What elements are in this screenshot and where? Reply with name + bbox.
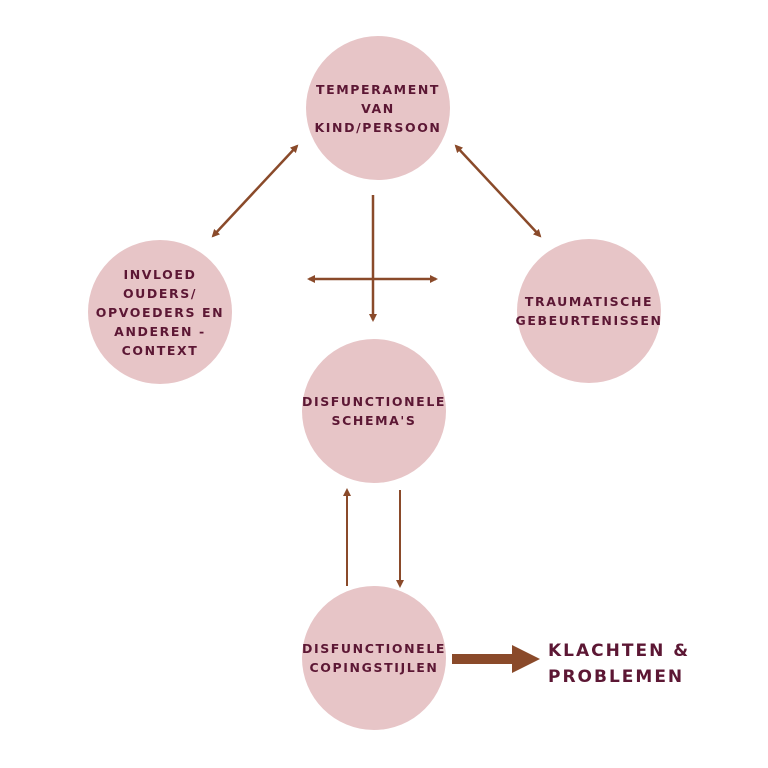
outcome-label: KLACHTEN & PROBLEMEN [548,641,691,687]
node-trauma: TRAUMATISCHE GEBEURTENISSEN [515,239,663,383]
node-temperament-label: TEMPERAMENT VAN KIND/PERSOON [314,81,442,135]
arrow-coping-to-outcome [452,645,540,673]
node-schemas-label: DISFUNCTIONELE SCHEMA'S [301,394,447,428]
node-temperament: TEMPERAMENT VAN KIND/PERSOON [306,36,450,180]
arrow-temperament-influence [211,144,299,238]
node-coping: DISFUNCTIONELE COPINGSTIJLEN [302,586,446,730]
node-trauma-label: TRAUMATISCHE GEBEURTENISSEN [515,294,663,328]
node-influence-label: INVLOED OUDERS/ OPVOEDERS EN ANDEREN - C… [95,266,225,358]
node-influence: INVLOED OUDERS/ OPVOEDERS EN ANDEREN - C… [88,240,232,384]
node-coping-label: DISFUNCTIONELE COPINGSTIJLEN [301,641,447,675]
node-schemas: DISFUNCTIONELE SCHEMA'S [302,339,446,483]
arrow-temperament-trauma [454,144,542,238]
